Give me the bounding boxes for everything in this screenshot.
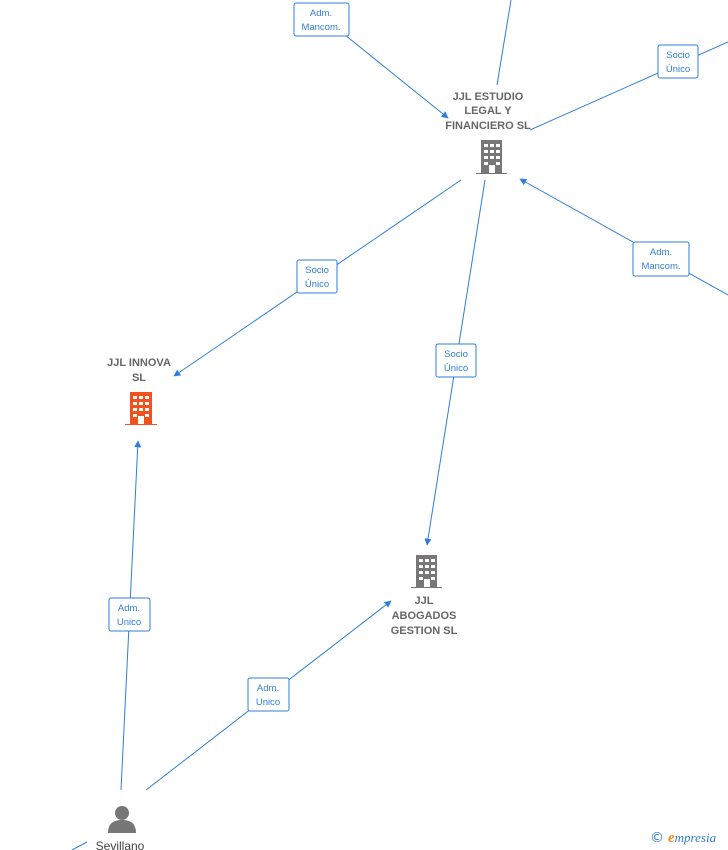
empresia-watermark: ©empresia (650, 830, 716, 847)
edge-top-to-estudio (496, 0, 512, 86)
node-person-sevillano[interactable]: Sevillano (96, 806, 145, 850)
svg-text:Socio: Socio (305, 265, 329, 276)
node-jjl-estudio[interactable]: JJL ESTUDIO LEGAL Y FINANCIERO SL (445, 91, 531, 174)
edge-label-estudio-abogados: Socio Único (435, 343, 477, 378)
node-jjl-estudio-label-1: JJL ESTUDIO (453, 91, 524, 103)
edge-label-person-innova: Adm. Unico (108, 597, 151, 632)
node-jjl-abogados-label-2: ABOGADOS (392, 610, 457, 622)
svg-text:Socio: Socio (444, 349, 468, 360)
node-jjl-abogados-label-1: JJL (415, 595, 434, 607)
svg-text:Socio: Socio (666, 50, 690, 61)
svg-text:Único: Único (666, 64, 690, 75)
node-jjl-estudio-label-2: LEGAL Y (464, 105, 512, 117)
edge-label-top-left: Adm. Mancom. (293, 2, 350, 37)
node-jjl-abogados[interactable]: JJL ABOGADOS GESTION SL (391, 555, 458, 637)
edge-label-right: Adm. Mancom. (632, 241, 690, 277)
node-jjl-abogados-label-3: GESTION SL (391, 625, 458, 637)
svg-text:Adm.: Adm. (310, 8, 332, 19)
svg-text:Único: Único (444, 363, 468, 374)
svg-text:Unico: Unico (117, 617, 141, 628)
brand-initial: e (668, 830, 675, 846)
svg-text:Adm.: Adm. (118, 603, 140, 614)
edge-label-person-abogados: Adm. Unico (247, 677, 290, 712)
edge-person-bottom-left (71, 841, 88, 850)
node-jjl-estudio-label-3: FINANCIERO SL (445, 120, 531, 132)
edge-right-to-estudio (519, 178, 728, 296)
edge-label-top-right: Socio Único (657, 44, 699, 79)
svg-text:Mancom.: Mancom. (301, 22, 340, 33)
node-jjl-innova-label-1: JJL INNOVA (107, 357, 171, 369)
node-jjl-innova[interactable]: JJL INNOVA SL (107, 357, 171, 425)
svg-text:Único: Único (305, 279, 329, 290)
copyright-icon: © (650, 830, 664, 846)
node-jjl-innova-label-2: SL (132, 372, 146, 384)
svg-text:Unico: Unico (256, 697, 280, 708)
svg-text:Mancom.: Mancom. (641, 261, 680, 272)
edge-label-estudio-innova: Socio Único (296, 259, 338, 294)
svg-text:Adm.: Adm. (650, 247, 672, 258)
brand-name: mpresia (674, 830, 717, 845)
node-person-label: Sevillano (96, 839, 145, 850)
person-icon (108, 806, 136, 833)
edge-top-left-to-estudio (344, 34, 449, 119)
svg-text:Adm.: Adm. (257, 683, 279, 694)
